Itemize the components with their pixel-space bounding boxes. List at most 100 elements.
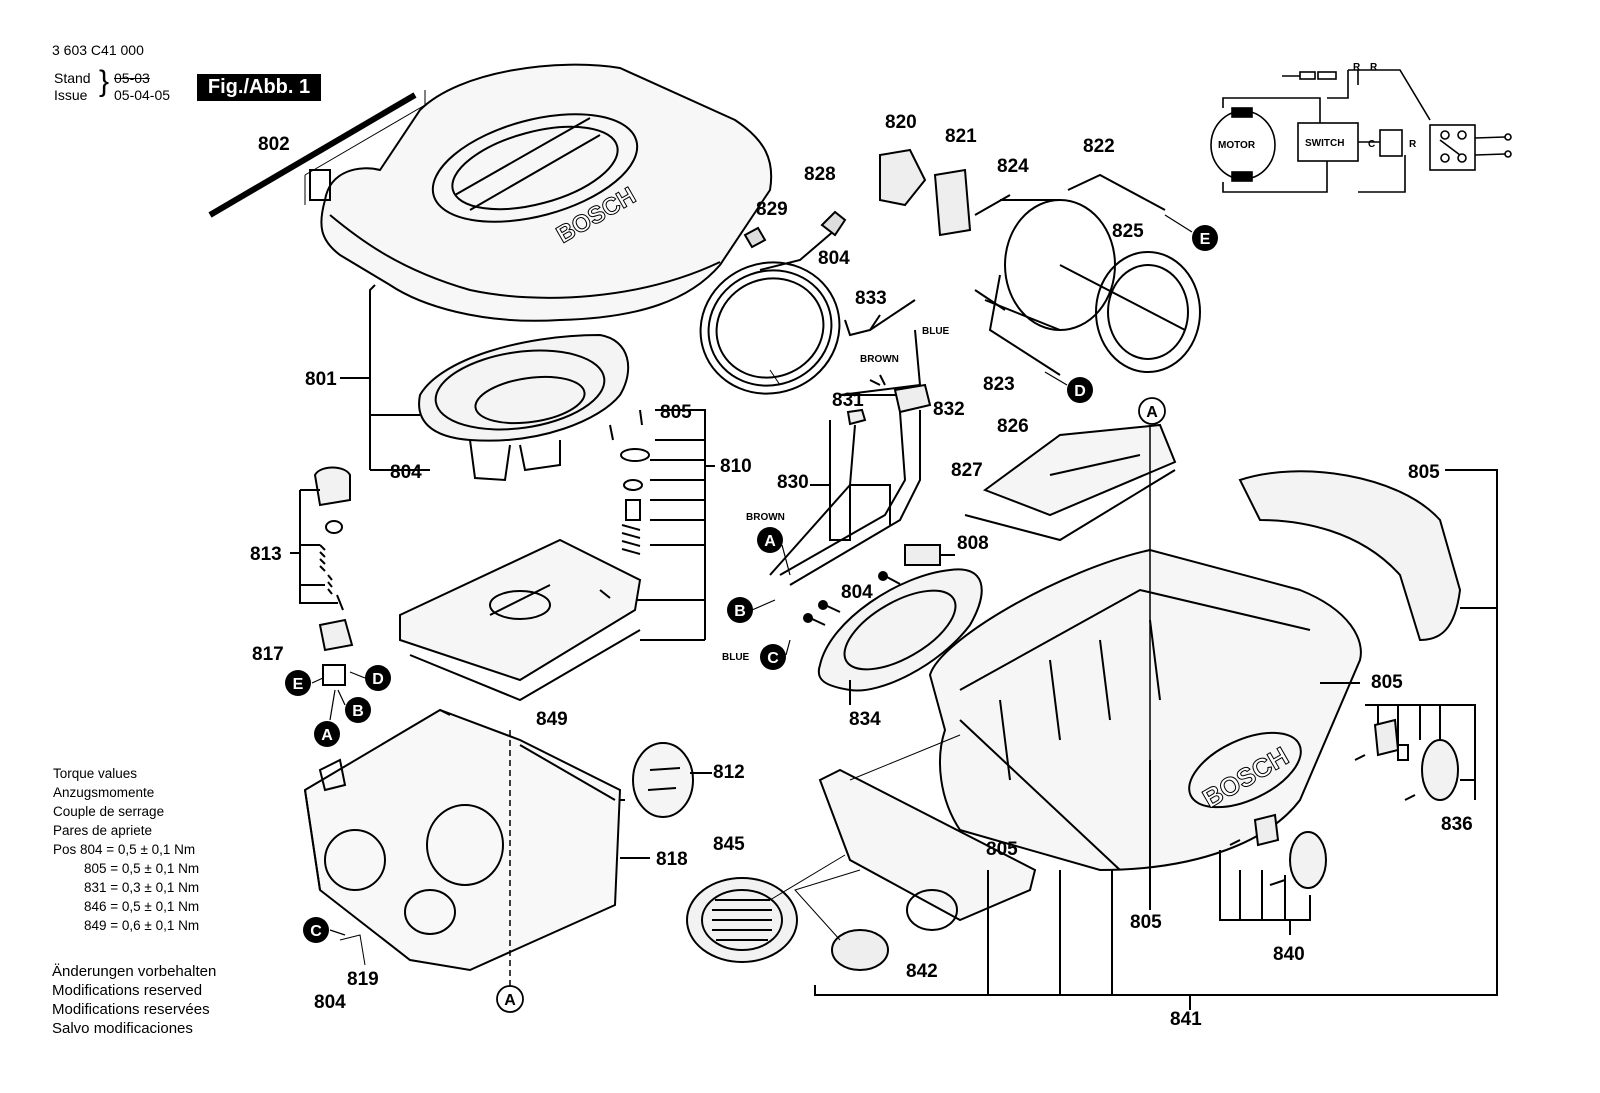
filter-label-808: [904, 544, 941, 566]
connector-c-left: [303, 917, 329, 943]
bracket-821: [933, 168, 972, 237]
part-822: 822: [1083, 136, 1115, 157]
filter-pads: [964, 423, 1177, 542]
part-812: 812: [713, 762, 745, 783]
part-826: 826: [997, 416, 1029, 437]
part-804-c: 804: [818, 248, 850, 269]
front-panel: [818, 768, 1037, 922]
part-845: 845: [713, 834, 745, 855]
wire-label-brown-2: BROWN: [746, 512, 785, 523]
terminal-820: [879, 148, 927, 207]
connector-d-left-label: D: [372, 671, 384, 688]
figure-label: Fig./Abb. 1: [197, 74, 321, 101]
part-828: 828: [804, 164, 836, 185]
resistor-label-1: R: [1353, 62, 1361, 73]
wiring-schematic: MOTOR SWITCH R R C R: [1210, 62, 1512, 193]
gasket-strip: [208, 92, 417, 218]
connector-e-left-label: E: [293, 676, 304, 693]
torque-title-de: Anzugsmomente: [53, 785, 155, 800]
round-filter: [632, 742, 694, 818]
modification-line: Änderungen vorbehalten: [52, 963, 217, 980]
leader-801: [340, 284, 430, 471]
connector-a-left-label: A: [321, 727, 333, 744]
part-818: 818: [656, 849, 688, 870]
part-808: 808: [957, 533, 989, 554]
part-805-d: 805: [986, 839, 1018, 860]
old-date: 05-03: [114, 70, 150, 86]
part-849: 849: [536, 709, 568, 730]
dust-container: [303, 708, 622, 972]
connector-a-outline-top-label: A: [1146, 404, 1158, 421]
torque-title-fr: Couple de serrage: [53, 804, 165, 819]
wire-label-brown-1: BROWN: [860, 354, 899, 365]
main-housing: BOSCH: [686, 470, 1462, 971]
connector-a-left: [314, 721, 340, 747]
knob-842: [831, 929, 889, 971]
leader-813: [290, 489, 338, 604]
wire-color-labels: BLUE BROWN BROWN BLUE: [722, 326, 950, 663]
issue-label: Issue: [54, 87, 88, 103]
part-823: 823: [983, 374, 1015, 395]
filter-plate: [399, 538, 642, 702]
leader-810: [635, 409, 715, 641]
wire-label-blue-1: BLUE: [922, 326, 950, 337]
inner-bowl: [418, 333, 630, 482]
part-832: 832: [933, 399, 965, 420]
torque-row: 831 = 0,3 ± 0,1 Nm: [84, 880, 200, 895]
motor-assembly: [879, 148, 1201, 376]
top-cover: BOSCH: [309, 63, 773, 322]
cord-strain-relief: [743, 226, 767, 249]
torque-row: 846 = 0,5 ± 0,1 Nm: [84, 899, 200, 914]
switch-label: SWITCH: [1305, 138, 1344, 149]
leader-840: [1219, 850, 1311, 935]
terminal-block: [769, 299, 932, 586]
wire-label-blue-2: BLUE: [722, 652, 750, 663]
part-820: 820: [885, 112, 917, 133]
plug: [820, 210, 847, 237]
connector-c-mid-label: C: [767, 650, 779, 667]
part-836: 836: [1441, 814, 1473, 835]
leader-818: [620, 799, 650, 859]
switch-contacts: [1429, 124, 1476, 171]
connector-markers: E D A B C E D B A C A A: [285, 225, 1218, 1013]
connector-d-right-label: D: [1074, 383, 1086, 400]
part-824: 824: [997, 156, 1029, 177]
connector-a-mid: [757, 527, 783, 553]
connector-c-left-label: C: [310, 923, 322, 940]
modification-line: Salvo modificaciones: [52, 1020, 193, 1037]
power-cord: [699, 210, 922, 396]
modification-line: Modifications reserved: [52, 982, 203, 999]
motor-label: MOTOR: [1218, 140, 1256, 151]
rc-label: R: [1409, 139, 1417, 150]
connector-b-mid-label: B: [734, 603, 746, 620]
resistor-1: [1317, 71, 1337, 80]
torque-row: 849 = 0,6 ± 0,1 Nm: [84, 918, 200, 933]
connector-a-outline-bottom-label: A: [504, 992, 516, 1009]
tank-impeller: [426, 804, 504, 886]
part-817: 817: [252, 644, 284, 665]
motor-ring-825: [1095, 251, 1201, 373]
part-827: 827: [951, 460, 983, 481]
part-801: 801: [305, 369, 337, 390]
side-parts: [1229, 718, 1459, 889]
part-819: 819: [347, 969, 379, 990]
leader-836: [1365, 704, 1476, 800]
part-831: 831: [832, 390, 864, 411]
stand-label: Stand: [54, 70, 91, 86]
part-825: 825: [1112, 221, 1144, 242]
modifications-block: Änderungen vorbehalten Modifications res…: [52, 962, 216, 1038]
torque-title-en: Torque values: [53, 766, 138, 781]
part-804-a: 804: [390, 462, 422, 483]
leader-830: [810, 420, 891, 541]
part-840: 840: [1273, 944, 1305, 965]
connector-e-top-label: E: [1200, 231, 1211, 248]
part-802: 802: [258, 134, 290, 155]
brace-glyph: }: [99, 65, 110, 98]
connector-b-left: [345, 697, 371, 723]
part-813: 813: [250, 544, 282, 565]
connector-d-left: [365, 665, 391, 691]
torque-row: 805 = 0,5 ± 0,1 Nm: [84, 861, 200, 876]
connector-e-left: [285, 670, 311, 696]
handle-cover: [1238, 470, 1462, 642]
